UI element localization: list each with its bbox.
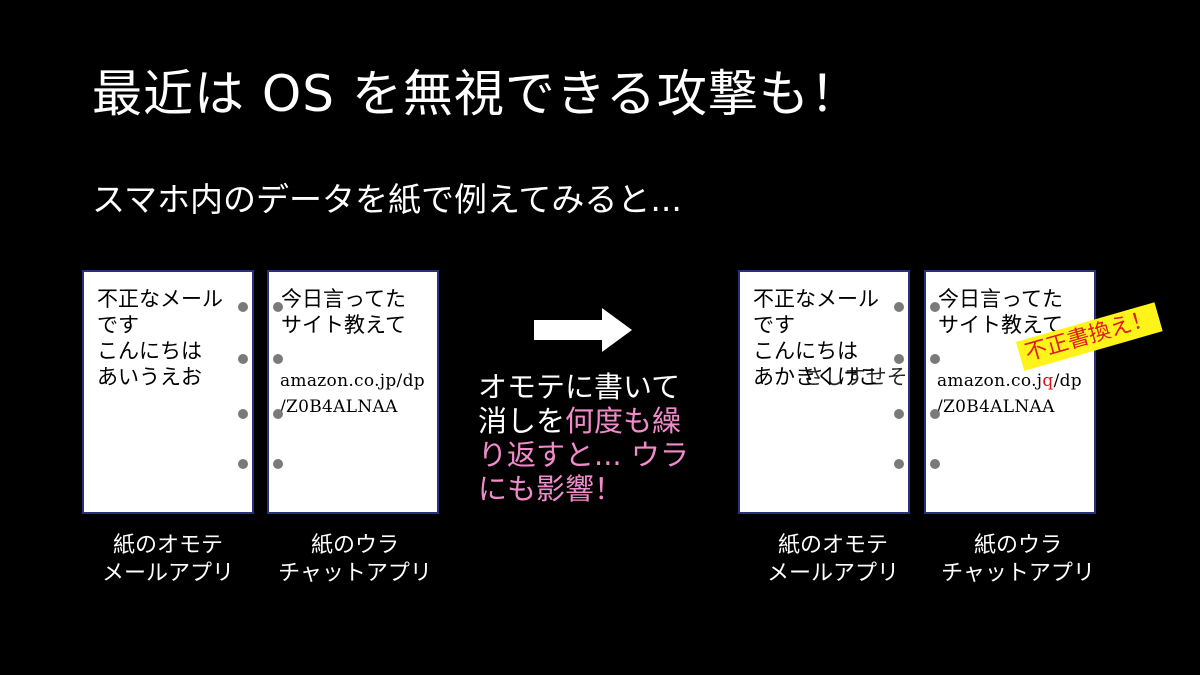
binder-hole-icon [930,459,940,469]
binder-hole-icon [894,302,904,312]
binder-hole-icon [273,409,283,419]
front-text: 不正なメール です こんにちは あいうえお [97,287,223,389]
binder-hole-icon [273,354,283,364]
binder-hole-icon [273,302,283,312]
back-text: 今日言ってた サイト教えて [938,287,1063,337]
binder-hole-icon [238,354,248,364]
label-back-after: 紙のウラ チャットアプリ [941,533,1095,586]
back-text: 今日言ってた サイト教えて [281,287,406,337]
binder-hole-icon [894,354,904,364]
binder-hole-icon [273,459,283,469]
paper-back-after: 今日言ってた サイト教えて amazon.co.jq/dp /Z0B4ALNAA [924,270,1096,514]
binder-hole-icon [894,409,904,419]
binder-hole-icon [930,354,940,364]
back-url: amazon.co.jq/dp /Z0B4ALNAA [937,371,1082,417]
label-front-after: 紙のオモテ メールアプリ [766,533,899,586]
label-back-before: 紙のウラ チャットアプリ [278,533,432,586]
label-front-before: 紙のオモテ メールアプリ [101,533,234,586]
binder-hole-icon [238,302,248,312]
slide-title: 最近は OS を無視できる攻撃も！ [92,65,861,123]
front-text: 不正なメール です こんにちは [753,287,879,363]
back-url: amazon.co.jp/dp /Z0B4ALNAA [280,371,425,417]
binder-hole-icon [238,409,248,419]
paper-front-after: 不正なメール です こんにちは あか きくけこ さしすせそ [738,270,910,514]
binder-hole-icon [238,459,248,469]
binder-hole-icon [894,459,904,469]
binder-hole-icon [930,409,940,419]
binder-hole-icon [930,302,940,312]
slide-subtitle: スマホ内のデータを紙で例えてみると... [92,180,682,219]
explanation-text: オモテに書いて 消しを何度も繰 り返すと... ウラ にも影響！ [478,370,689,506]
paper-front-before: 不正なメール です こんにちは あいうえお [82,270,254,514]
right-arrow-icon [534,308,632,352]
paper-back-before: 今日言ってた サイト教えて amazon.co.jp/dp /Z0B4ALNAA [267,270,439,514]
